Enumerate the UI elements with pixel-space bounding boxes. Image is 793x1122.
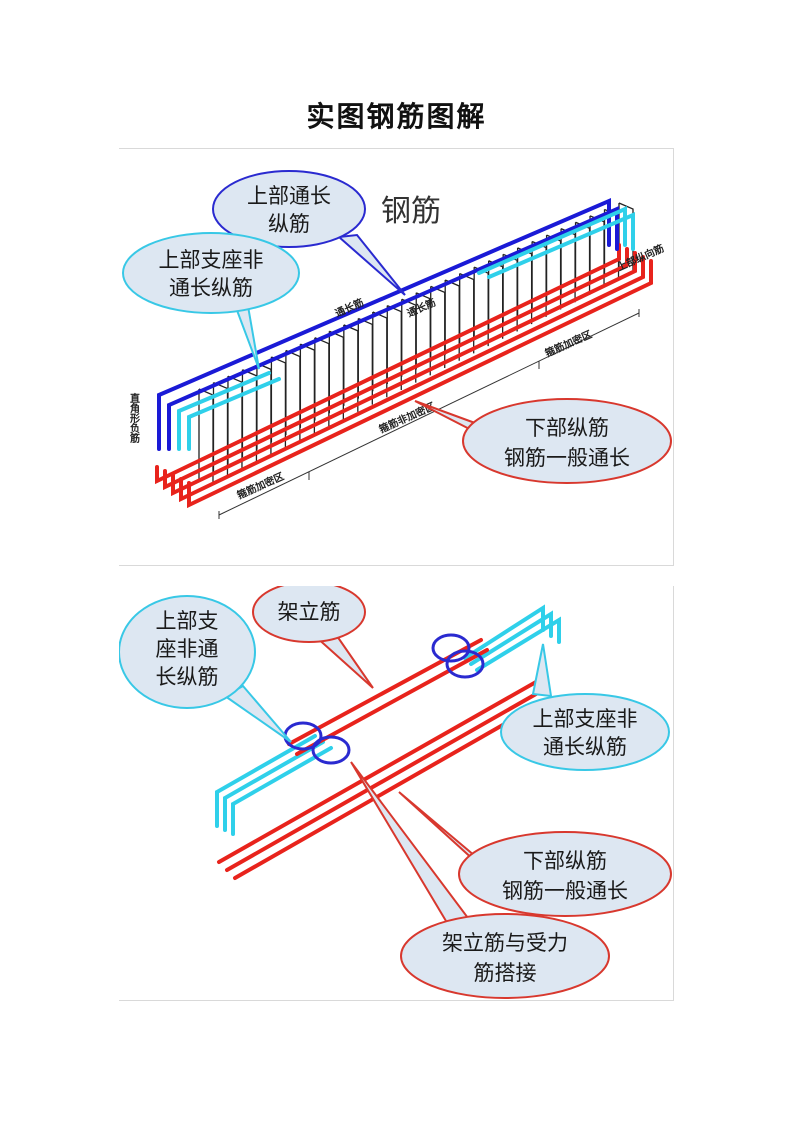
callout-erection-bar: 架立筋 — [252, 586, 374, 689]
support-bars — [215, 604, 561, 836]
label-stirrup-dense-left: 箍筋加密区 — [235, 470, 286, 502]
callout-bottom-long-2: 下部纵筋 钢筋一般通长 — [398, 791, 672, 917]
callout-lap-splice: 架立筋与受力 筋搭接 — [350, 761, 610, 999]
callout-top-support-left-line1: 上部支 — [156, 609, 219, 633]
figure-beam-3d: 通长筋 通长筋 箍筋加密区 箍筋非加密区 箍筋加密区 上部纵向筋 直角形负筋 钢… — [119, 148, 674, 566]
callout-lap-splice-line2: 筋搭接 — [474, 961, 537, 985]
figure1-heading: 钢筋 — [381, 194, 441, 229]
callout-erection-bar-line1: 架立筋 — [278, 600, 341, 624]
callout-top-through-line1: 上部通长 — [247, 184, 331, 208]
callout-bottom-long-line2: 钢筋一般通长 — [504, 446, 630, 470]
beam-diagram: 通长筋 通长筋 箍筋加密区 箍筋非加密区 箍筋加密区 上部纵向筋 直角形负筋 钢… — [122, 170, 672, 519]
label-end-bar: 上部纵向筋 — [615, 242, 666, 274]
label-right-angle-bar: 直角形负筋 — [128, 392, 141, 444]
callout-top-support-right-line1: 上部支座非 — [533, 707, 638, 731]
callout-top-support: 上部支座非 通长纵筋 — [122, 232, 300, 370]
dimension-lines — [218, 309, 640, 519]
callout-lap-splice-line1: 架立筋与受力 — [442, 931, 568, 955]
callout-top-through-line2: 纵筋 — [268, 212, 310, 236]
top-through-bars — [157, 197, 619, 451]
callout-bottom-long-line1: 下部纵筋 — [525, 416, 609, 440]
figure-lap-detail: 上部支 座非通 长纵筋 架立筋 上部支座非 通长纵筋 下部纵筋 钢筋一般通长 架… — [119, 586, 674, 1001]
callout-bottom-long-2-line2: 钢筋一般通长 — [502, 879, 628, 903]
callout-top-support-left: 上部支 座非通 长纵筋 — [119, 595, 292, 743]
callout-top-support-left-line3: 长纵筋 — [156, 665, 219, 689]
callout-top-support-line2: 通长纵筋 — [169, 276, 253, 300]
callout-top-support-right: 上部支座非 通长纵筋 — [500, 643, 670, 771]
callout-top-support-left-line2: 座非通 — [156, 637, 219, 661]
label-through-bar-1: 通长筋 — [333, 296, 366, 320]
lap-markers — [283, 633, 485, 765]
callout-bottom-long-2-line1: 下部纵筋 — [523, 849, 607, 873]
callout-top-support-line1: 上部支座非 — [159, 248, 264, 272]
bottom-bars — [155, 243, 653, 509]
callout-bottom-long: 下部纵筋 钢筋一般通长 — [414, 398, 672, 484]
callout-top-support-right-line2: 通长纵筋 — [543, 735, 627, 759]
top-support-bars — [177, 205, 635, 451]
callout-top-through: 上部通长 纵筋 — [212, 170, 406, 296]
page-title: 实图钢筋图解 — [306, 100, 487, 133]
lap-diagram: 上部支 座非通 长纵筋 架立筋 上部支座非 通长纵筋 下部纵筋 钢筋一般通长 架… — [119, 586, 672, 999]
